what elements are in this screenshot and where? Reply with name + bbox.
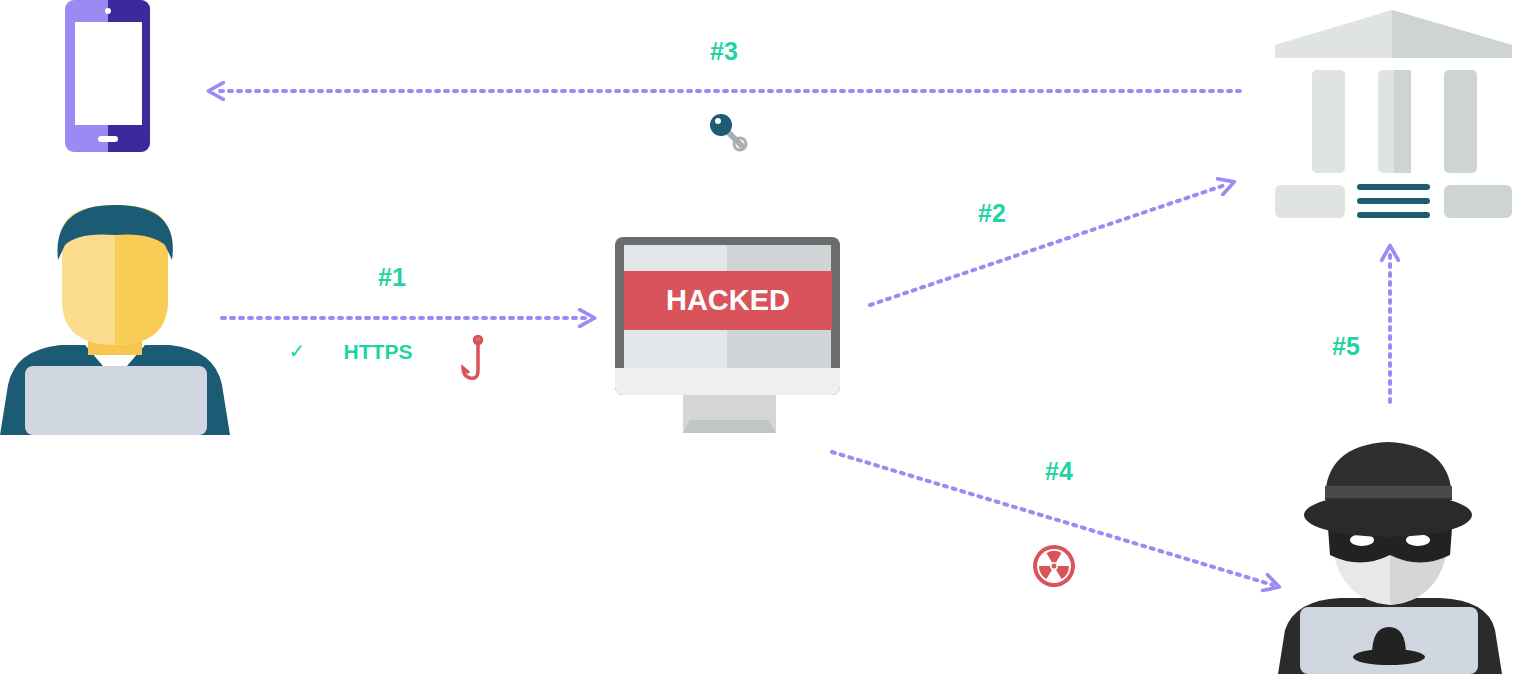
callout-number: #5 [1332,332,1360,361]
user-icon [0,205,230,435]
dotted-arrows [215,91,1390,585]
protocol-label: HTTPS [344,340,413,364]
flow-arrow [870,184,1228,305]
node-text: HACKED [666,284,790,317]
monitor-icon [615,237,840,433]
phishing-hook-icon [463,337,482,379]
flow-arrow [222,316,588,320]
hacker-icon [1278,442,1502,674]
screen-banner: HACKED [624,271,832,330]
phone-icon [65,0,150,152]
check-mark: ✓ [289,339,306,363]
callout-number: #4 [1045,457,1073,486]
flow-arrow [215,89,1240,93]
callout-number: #1 [378,263,406,292]
callout-number: #3 [710,37,738,66]
flow-arrow [832,452,1273,585]
key-icon [710,114,746,150]
bank-icon [1275,10,1512,218]
callout-number: #2 [978,199,1006,228]
radiation-icon [1033,545,1075,587]
flow-arrow [1388,252,1392,402]
